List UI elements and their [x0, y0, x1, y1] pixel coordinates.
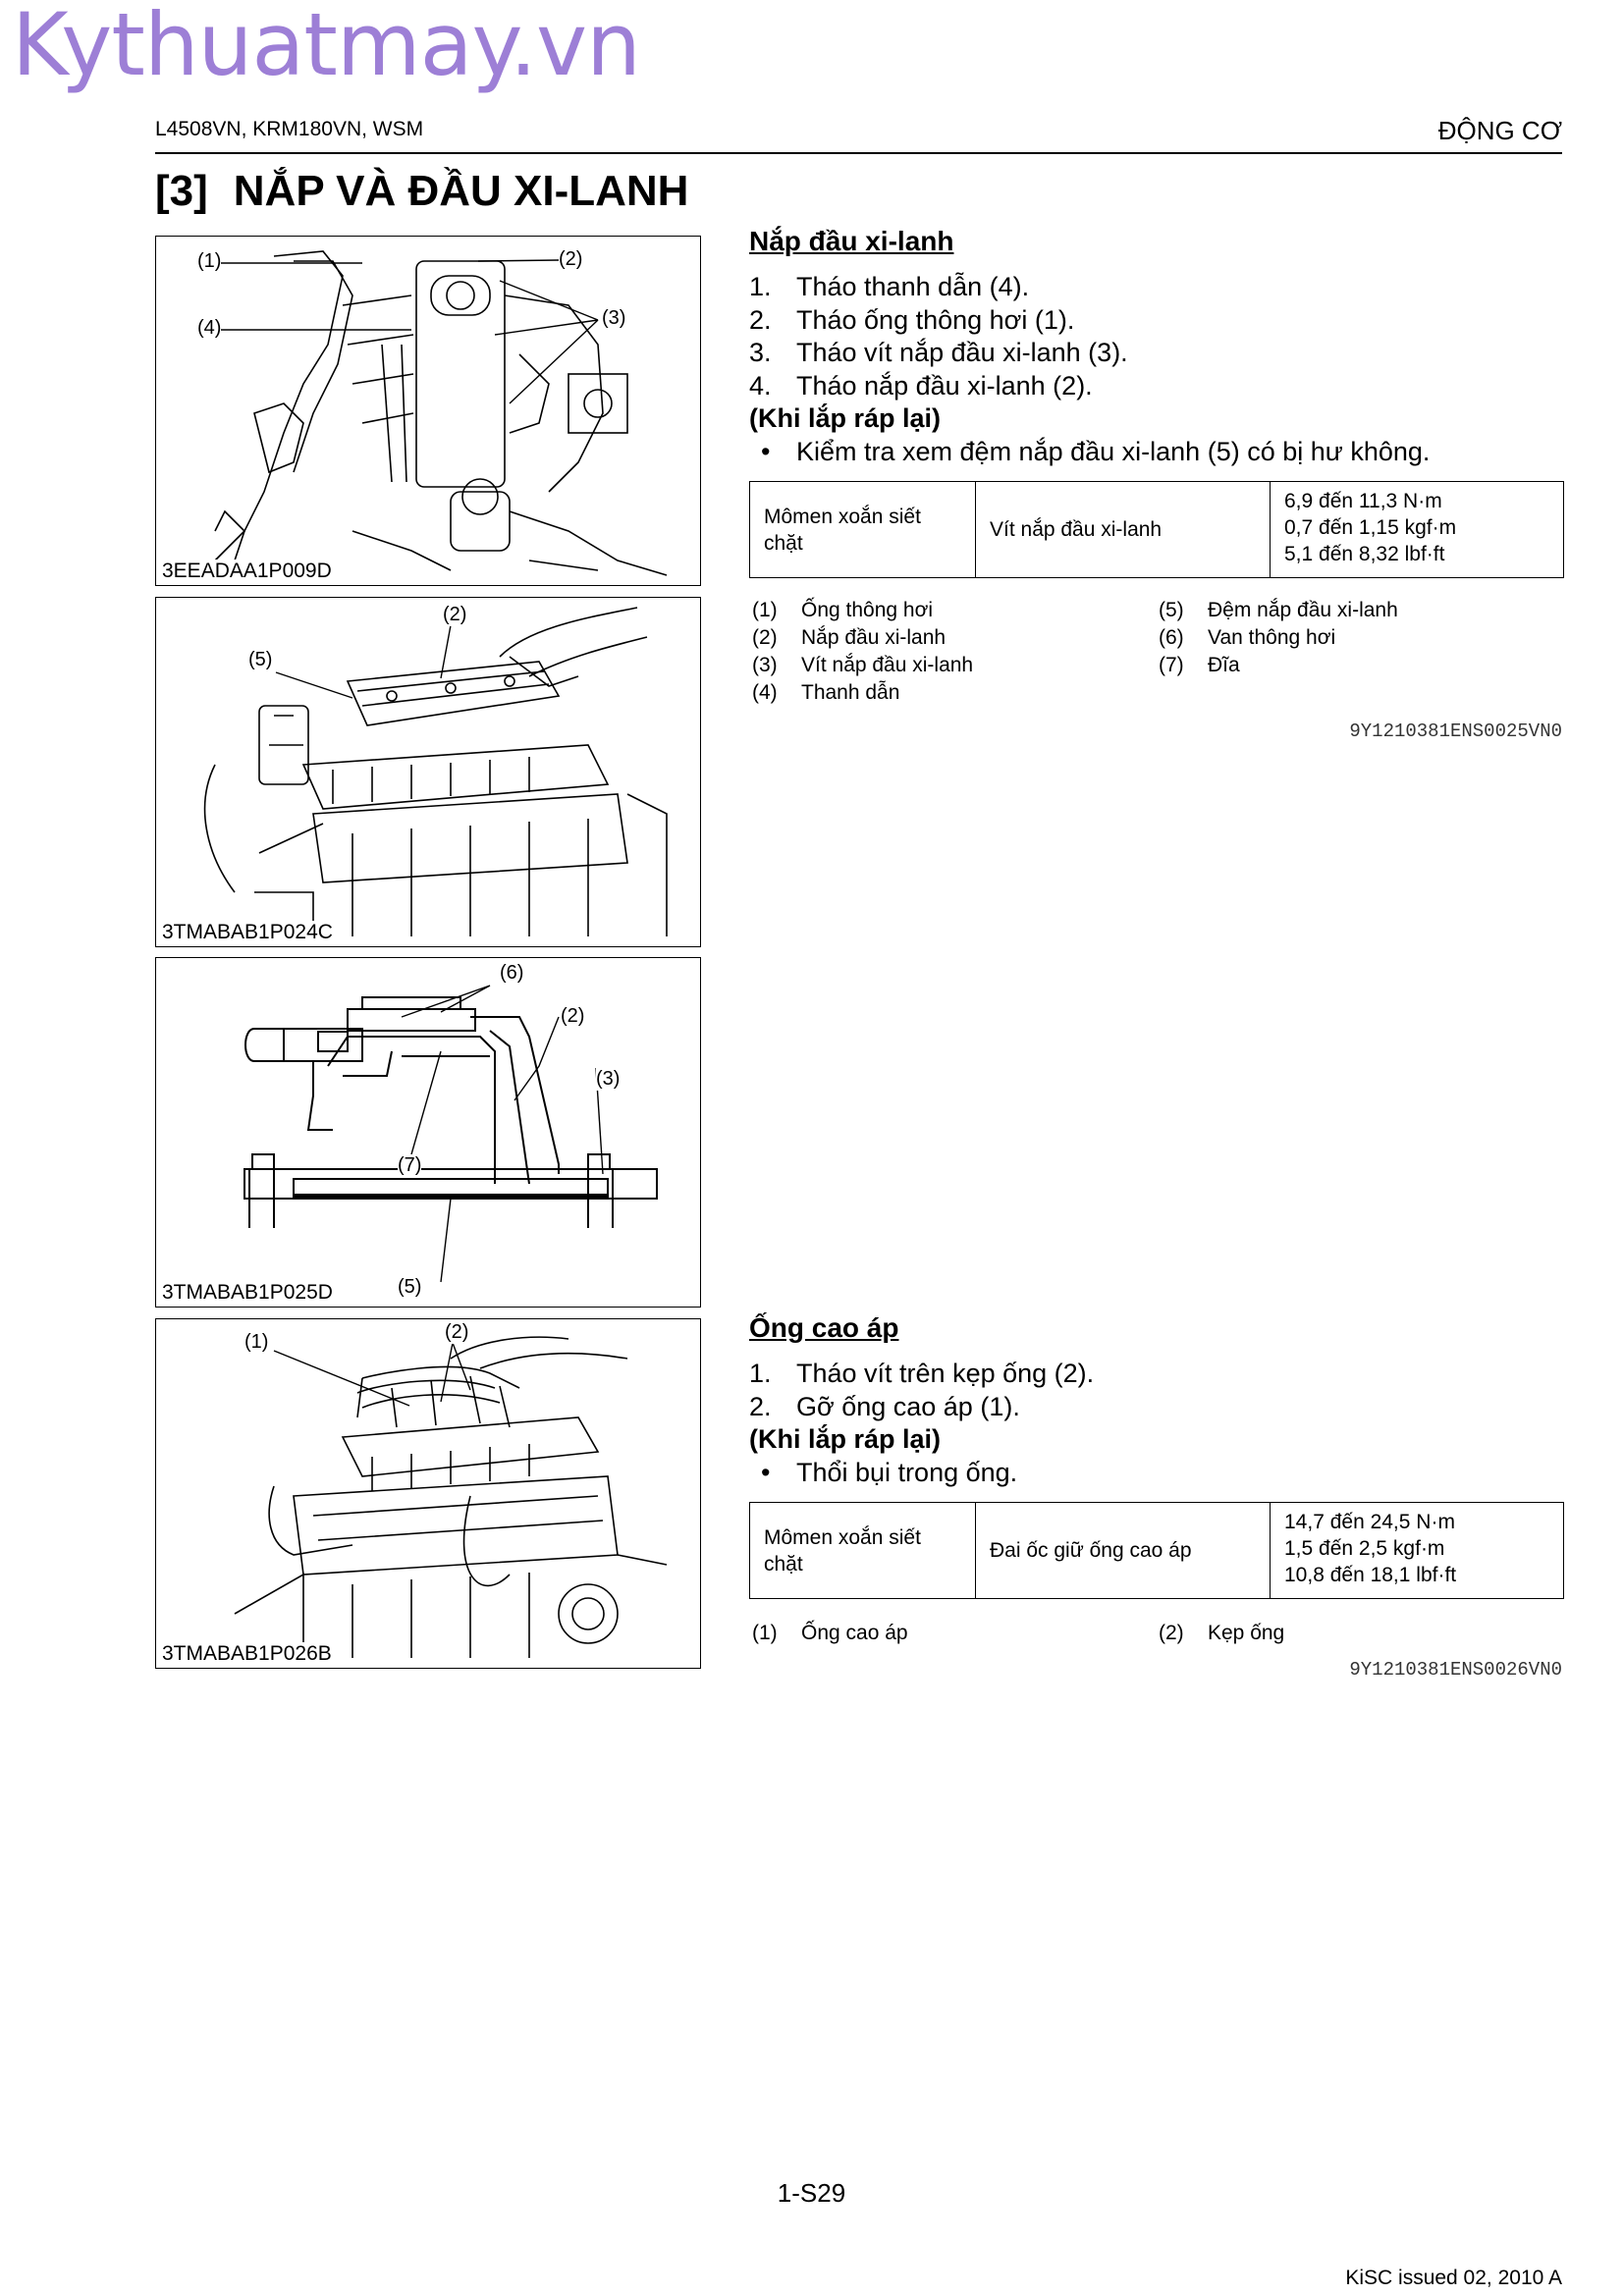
- figure-head-cover-removal: (2) (5) 3TMABAB1P024C: [155, 597, 701, 947]
- bullet-item: •Thổi bụi trong ống.: [761, 1457, 1018, 1487]
- legend-right: (2)Kẹp ống: [1159, 1620, 1284, 1647]
- figure-engine-top: (1) (2) (4) (3) 3EEADAA1P009D: [155, 236, 701, 586]
- legend-item: (7)Đĩa: [1159, 654, 1240, 676]
- legend-item: (1)Ống cao áp: [752, 1622, 908, 1644]
- legend-item: (4)Thanh dẫn: [752, 681, 900, 704]
- reassembly-note: (Khi lắp ráp lại): [749, 403, 942, 433]
- torque-table-head-cover: Mômen xoắn siết chặt Vít nắp đầu xi-lanh…: [749, 481, 1564, 578]
- fig4-label-2: (2): [445, 1321, 469, 1344]
- legend-item: (6)Van thông hơi: [1159, 626, 1336, 649]
- step-item: 4.Tháo nắp đầu xi-lanh (2).: [749, 370, 1093, 400]
- issue-footer: KiSC issued 02, 2010 A: [1345, 2267, 1562, 2289]
- legend-right: (5)Đệm nắp đầu xi-lanh (6)Van thông hơi …: [1159, 597, 1398, 679]
- step-item: 2.Tháo ống thông hơi (1).: [749, 304, 1075, 335]
- torque-label: Mômen xoắn siết chặt: [750, 482, 976, 577]
- watermark: Kythuatmay.vn: [12, 0, 641, 95]
- figure-code: 3TMABAB1P024C: [162, 921, 336, 944]
- fig3-label-2: (2): [561, 1005, 585, 1028]
- torque-table-pipe: Mômen xoắn siết chặt Đai ốc giữ ống cao …: [749, 1502, 1564, 1599]
- fig1-label-3: (3): [602, 307, 626, 330]
- figure-code: 3TMABAB1P026B: [162, 1642, 335, 1666]
- legend-item: (1)Ống thông hơi: [752, 599, 934, 621]
- section-head-cover-title: Nắp đầu xi-lanh: [749, 226, 954, 256]
- title-text: NẮP VÀ ĐẦU XI-LANH: [233, 167, 689, 215]
- step-item: 1.Tháo vít trên kẹp ống (2).: [749, 1359, 1095, 1388]
- torque-label: Mômen xoắn siết chặt: [750, 1503, 976, 1598]
- fig3-label-5: (5): [398, 1276, 422, 1299]
- head-cover-drawing: [203, 607, 668, 936]
- legend-left: (1)Ống cao áp: [752, 1620, 908, 1647]
- reference-code: 9Y1210381ENS0025VN0: [1349, 721, 1562, 742]
- torque-values: 6,9 đến 11,3 N·m 0,7 đến 1,15 kgf·m 5,1 …: [1284, 490, 1457, 565]
- header-model: L4508VN, KRM180VN, WSM: [155, 118, 424, 140]
- fig1-label-1: (1): [197, 250, 222, 273]
- section-pipe-title: Ống cao áp: [749, 1312, 899, 1343]
- header-rule: [155, 152, 1562, 154]
- high-pressure-pipe-drawing: [234, 1336, 668, 1658]
- header-section: ĐỘNG CƠ: [1437, 116, 1562, 145]
- head-cover-section-drawing: [243, 985, 658, 1283]
- figure-code: 3TMABAB1P025D: [162, 1281, 336, 1305]
- reference-code: 9Y1210381ENS0026VN0: [1349, 1659, 1562, 1681]
- figure-high-pressure-pipe: (1) (2) 3TMABAB1P026B: [155, 1318, 701, 1669]
- section-head-cover-steps: 1.Tháo thanh dẫn (4). 2.Tháo ống thông h…: [749, 271, 1564, 468]
- torque-values: 14,7 đến 24,5 N·m 1,5 đến 2,5 kgf·m 10,8…: [1284, 1511, 1457, 1586]
- page-title: [3] NẮP VÀ ĐẦU XI-LANH: [155, 167, 688, 216]
- fig3-label-3: (3): [596, 1068, 621, 1091]
- legend-item: (2)Nắp đầu xi-lanh: [752, 626, 947, 649]
- figure-head-cover-section: (6) (2) (3) (7) (5) 3TMABAB1P025D: [155, 957, 701, 1308]
- fig3-label-7: (7): [398, 1154, 422, 1177]
- section-pipe-steps: 1.Tháo vít trên kẹp ống (2). 2.Gỡ ống ca…: [749, 1358, 1564, 1489]
- bullet-item: •Kiểm tra xem đệm nắp đầu xi-lanh (5) có…: [761, 436, 1431, 466]
- legend-item: (2)Kẹp ống: [1159, 1622, 1285, 1644]
- legend-item: (5)Đệm nắp đầu xi-lanh: [1159, 599, 1398, 621]
- page-number: 1-S29: [777, 2178, 846, 2208]
- fig2-label-2: (2): [443, 604, 467, 626]
- reassembly-note: (Khi lắp ráp lại): [749, 1424, 942, 1454]
- fig4-label-1: (1): [244, 1331, 269, 1354]
- torque-item: Vít nắp đầu xi-lanh: [976, 482, 1271, 577]
- fig1-label-4: (4): [197, 317, 222, 340]
- title-number: [3]: [155, 167, 208, 215]
- legend-item: (3)Vít nắp đầu xi-lanh: [752, 654, 974, 676]
- fig1-label-2: (2): [559, 248, 583, 271]
- fig2-label-5: (5): [248, 649, 273, 671]
- torque-item: Đai ốc giữ ống cao áp: [976, 1503, 1271, 1598]
- engine-top-drawing: [214, 250, 668, 576]
- step-item: 2.Gỡ ống cao áp (1).: [749, 1391, 1020, 1421]
- figure-code: 3EEADAA1P009D: [162, 560, 335, 583]
- step-item: 1.Tháo thanh dẫn (4).: [749, 272, 1030, 301]
- fig3-label-6: (6): [500, 962, 524, 985]
- legend-left: (1)Ống thông hơi (2)Nắp đầu xi-lanh (3)V…: [752, 597, 973, 707]
- step-item: 3.Tháo vít nắp đầu xi-lanh (3).: [749, 338, 1128, 367]
